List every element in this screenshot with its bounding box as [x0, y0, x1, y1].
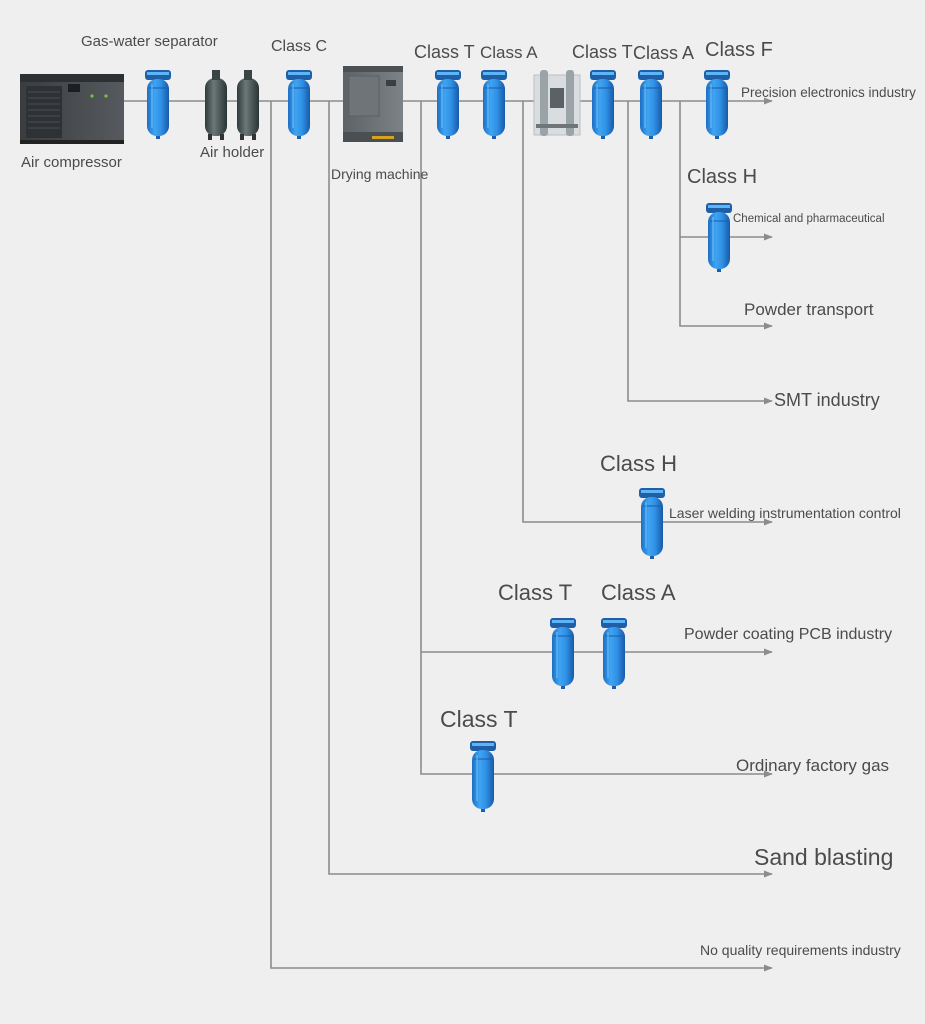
smt-industry-label: SMT industry: [774, 390, 880, 410]
class-a-filter-icon-1: [481, 70, 507, 139]
gas-water-separator-label: Gas-water separator: [81, 33, 218, 50]
sand-blasting-label: Sand blasting: [754, 844, 894, 870]
precision-electronics-label: Precision electronics industry: [741, 85, 916, 100]
air-holder-image: [205, 70, 259, 140]
powder-transport-label: Powder transport: [744, 300, 874, 319]
class-h-label-2: Class H: [600, 451, 678, 476]
branch-powder-transport: [679, 101, 773, 330]
class-t-label-1: Class T: [414, 42, 475, 62]
ordinary-factory-gas-label: Ordinary factory gas: [736, 756, 890, 775]
class-t-filter-icon-1: [435, 70, 461, 139]
air-compressor-image: [20, 74, 124, 144]
class-t-label-4: Class T: [440, 706, 518, 732]
class-h-label-1: Class H: [687, 166, 758, 188]
branch-laser: [522, 101, 773, 526]
class-f-filter-icon: [704, 70, 730, 139]
class-t-label-2: Class T: [572, 42, 633, 62]
air-compressor-label: Air compressor: [21, 154, 122, 171]
class-h-filter-icon-1: [706, 203, 732, 272]
drying-machine-image: [343, 66, 403, 142]
gas-water-separator-filter-icon: [145, 70, 171, 139]
branch-no-quality: [270, 101, 773, 972]
class-t-filter-icon-4: [470, 741, 496, 812]
filter-icons: [145, 70, 732, 812]
powder-coating-label: Powder coating PCB industry: [684, 626, 893, 643]
pipe-lines: [120, 97, 773, 972]
no-quality-requirements-label: No quality requirements industry: [700, 942, 901, 958]
class-c-filter-icon: [286, 70, 312, 139]
class-h-filter-icon-2: [639, 488, 665, 559]
class-a-label-2: Class A: [633, 43, 695, 63]
adsorption-dryer-image: [533, 70, 581, 136]
branch-smt: [627, 101, 773, 405]
air-holder-label: Air holder: [200, 144, 265, 161]
class-c-label: Class C: [271, 38, 328, 55]
branch-sand-blasting: [328, 101, 773, 878]
class-f-label: Class F: [705, 39, 773, 61]
class-a-label-1: Class A: [480, 43, 538, 62]
drying-machine-label: Drying machine: [331, 166, 429, 182]
class-a-label-3: Class A: [601, 580, 676, 605]
chemical-pharmaceutical-label: Chemical and pharmaceutical: [733, 213, 885, 225]
laser-welding-label: Laser welding instrumentation control: [669, 505, 901, 521]
class-a-filter-icon-2: [638, 70, 664, 139]
class-t-filter-icon-2: [590, 70, 616, 139]
class-a-filter-icon-3: [601, 618, 627, 689]
class-t-label-3: Class T: [498, 580, 573, 605]
branch-drying: [420, 101, 773, 778]
class-t-filter-icon-3: [550, 618, 576, 689]
